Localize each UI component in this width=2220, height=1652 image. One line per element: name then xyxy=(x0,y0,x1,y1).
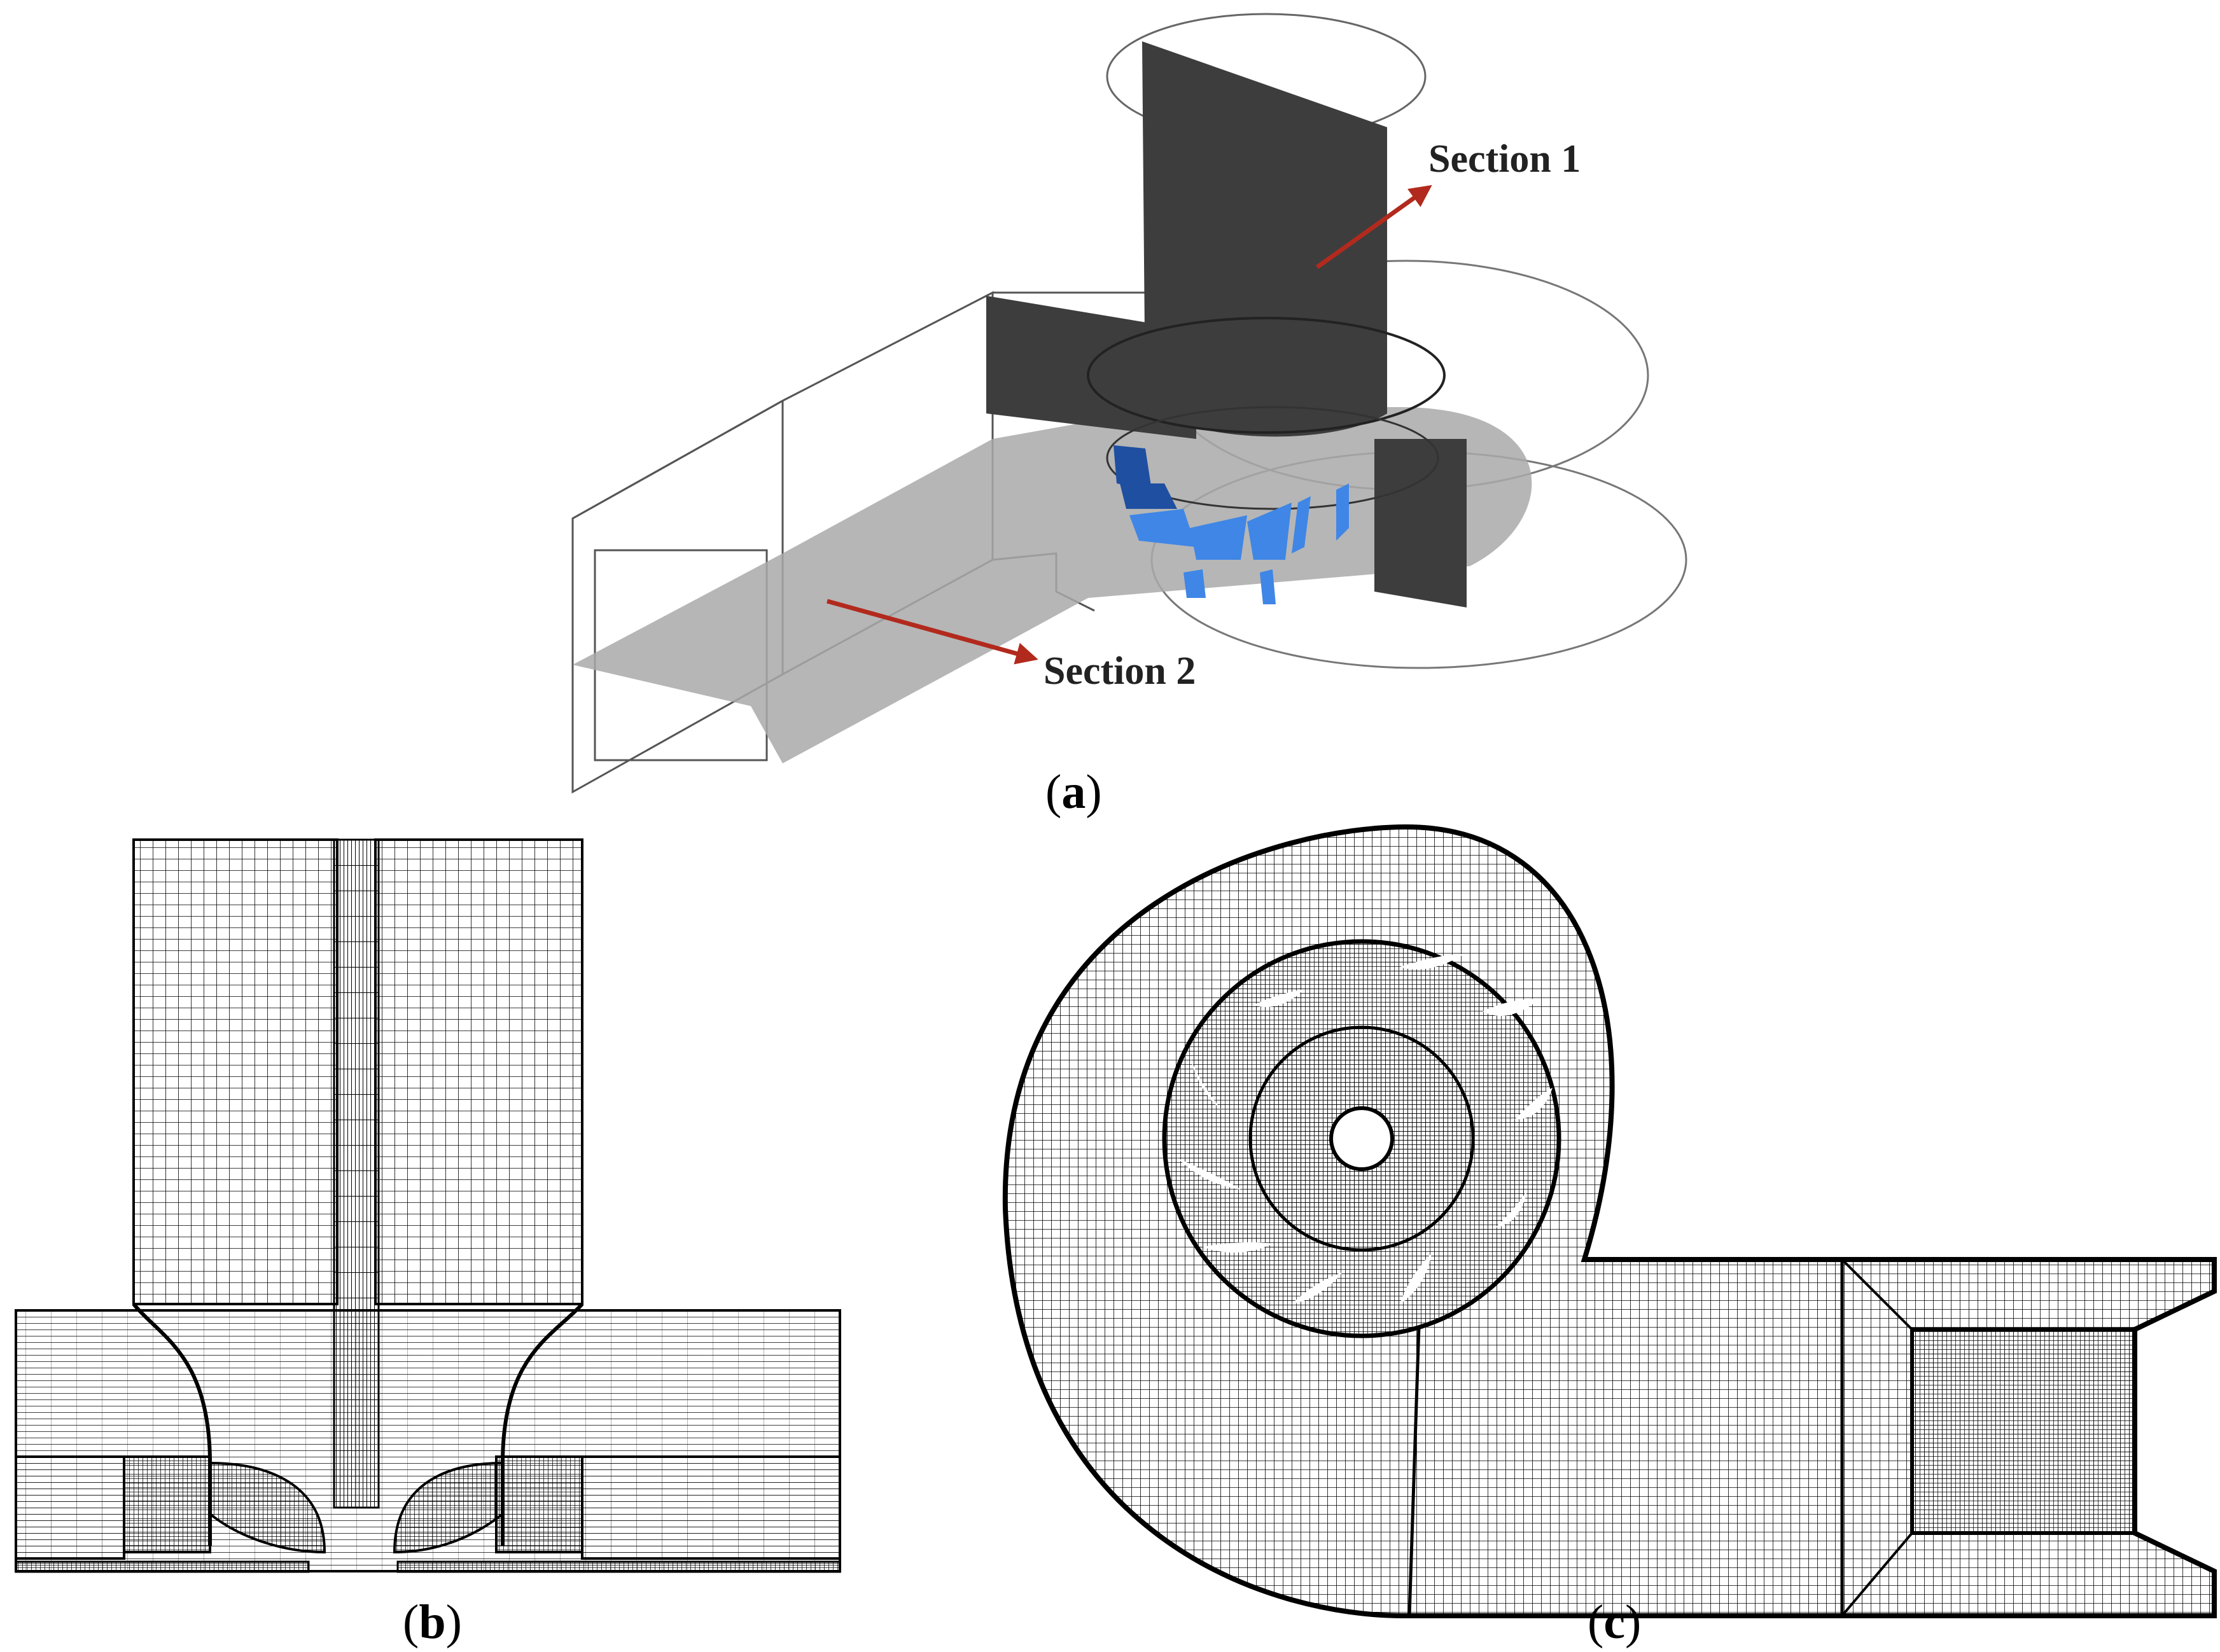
shroud-ring xyxy=(1087,317,1446,434)
outlet-wedge-bottom xyxy=(1841,1532,2215,1617)
section-2-label: Section 2 xyxy=(1044,649,1196,693)
section-2-plane xyxy=(573,407,1532,763)
impeller-passage-left xyxy=(123,1455,211,1553)
section-1-plane-lower xyxy=(986,296,1196,439)
inlet-bell-right xyxy=(501,1302,584,1546)
bottom-plate-left xyxy=(15,1560,310,1573)
impeller-blades xyxy=(1113,445,1349,604)
hub-ring xyxy=(1106,406,1439,510)
side-chamber-left xyxy=(15,1455,125,1560)
inlet-pipe-mesh-left xyxy=(132,838,339,1305)
outlet-wedge-top xyxy=(1841,1258,2215,1331)
impeller-passage-right xyxy=(495,1455,583,1553)
shaft-hole xyxy=(1329,1106,1394,1171)
section-2-arrow xyxy=(827,599,1038,665)
panel-b-section-1-mesh: (b) xyxy=(15,838,841,1649)
outlet-inner-block xyxy=(1910,1328,2137,1535)
panel-c-section-2-mesh: (c) xyxy=(1002,824,2217,1649)
side-chamber-right xyxy=(581,1455,841,1560)
inlet-pipe-mesh-right xyxy=(374,838,583,1305)
panel-a-3d-model: Section 1 Section 2 (a) xyxy=(571,13,1687,819)
section-1-plane-right xyxy=(1374,439,1467,607)
section-1-plane xyxy=(1142,41,1387,437)
section-1-label: Section 1 xyxy=(1428,137,1581,181)
bottom-plate-right xyxy=(396,1560,841,1573)
blade-slots xyxy=(1177,954,1553,1304)
panel-a-caption: (a) xyxy=(1045,765,1102,819)
volute-tongue-line xyxy=(1407,1326,1421,1616)
inlet-bell-left xyxy=(132,1303,212,1546)
panel-b-caption: (b) xyxy=(403,1595,462,1649)
panel-c-caption: (c) xyxy=(1588,1595,1641,1649)
hub-right xyxy=(393,1461,504,1554)
section-1-arrow xyxy=(1315,184,1432,269)
hub-left xyxy=(209,1461,326,1554)
